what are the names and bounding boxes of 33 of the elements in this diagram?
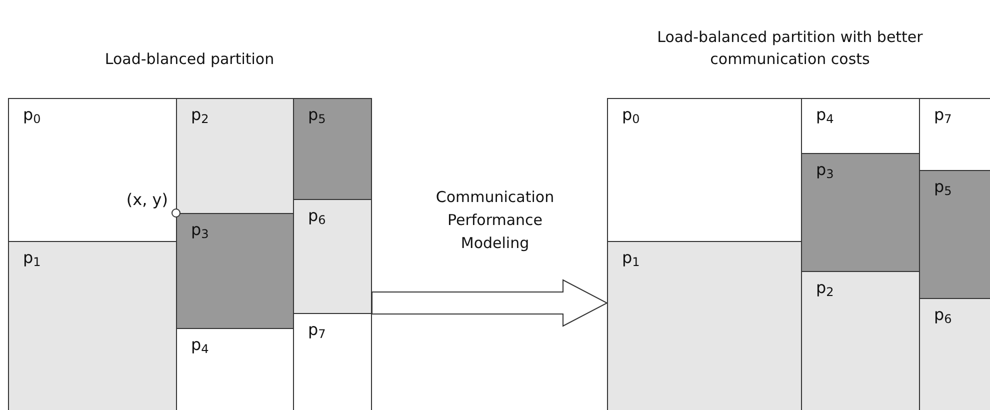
partition-cell — [919, 170, 990, 299]
panel-title: Load-blanced partition — [104, 49, 276, 70]
partition-cell — [607, 98, 802, 242]
partition-label: p$_{1}$ — [23, 248, 41, 268]
partition-cell — [176, 213, 294, 329]
partition-label: p$_{4}$ — [191, 335, 209, 355]
partition-cell — [8, 241, 177, 410]
partition-label: p$_{2}$ — [816, 278, 834, 298]
partition-label: p$_{0}$ — [622, 105, 640, 125]
partition-cell — [801, 271, 920, 410]
partition-label: p$_{7}$ — [934, 105, 952, 125]
partition-label: p$_{6}$ — [934, 305, 952, 325]
partition-cell — [293, 98, 372, 200]
block-arrow — [372, 279, 608, 327]
partition-cell — [8, 98, 177, 242]
partition-label: p$_{5}$ — [308, 105, 326, 125]
partition-label: p$_{3}$ — [816, 160, 834, 180]
partition-label: p$_{0}$ — [23, 105, 41, 125]
partition-cell — [607, 241, 802, 410]
partition-label: p$_{6}$ — [308, 206, 326, 226]
partition-label: p$_{4}$ — [816, 105, 834, 125]
partition-cell — [801, 153, 920, 272]
partition-label: p$_{7}$ — [308, 320, 326, 340]
coordinate-label: (x, y) — [126, 189, 168, 211]
partition-cell — [293, 199, 372, 314]
partition-label: p$_{5}$ — [934, 177, 952, 197]
partition-label: p$_{3}$ — [191, 220, 209, 240]
partition-cell — [919, 298, 990, 410]
panel-title: Load-balanced partition with better communication costs — [656, 27, 924, 70]
partition-label: p$_{2}$ — [191, 105, 209, 125]
edge-label: Communication Performance Modeling — [434, 187, 556, 254]
partition-label: p$_{1}$ — [622, 248, 640, 268]
partition-cell — [176, 98, 294, 214]
